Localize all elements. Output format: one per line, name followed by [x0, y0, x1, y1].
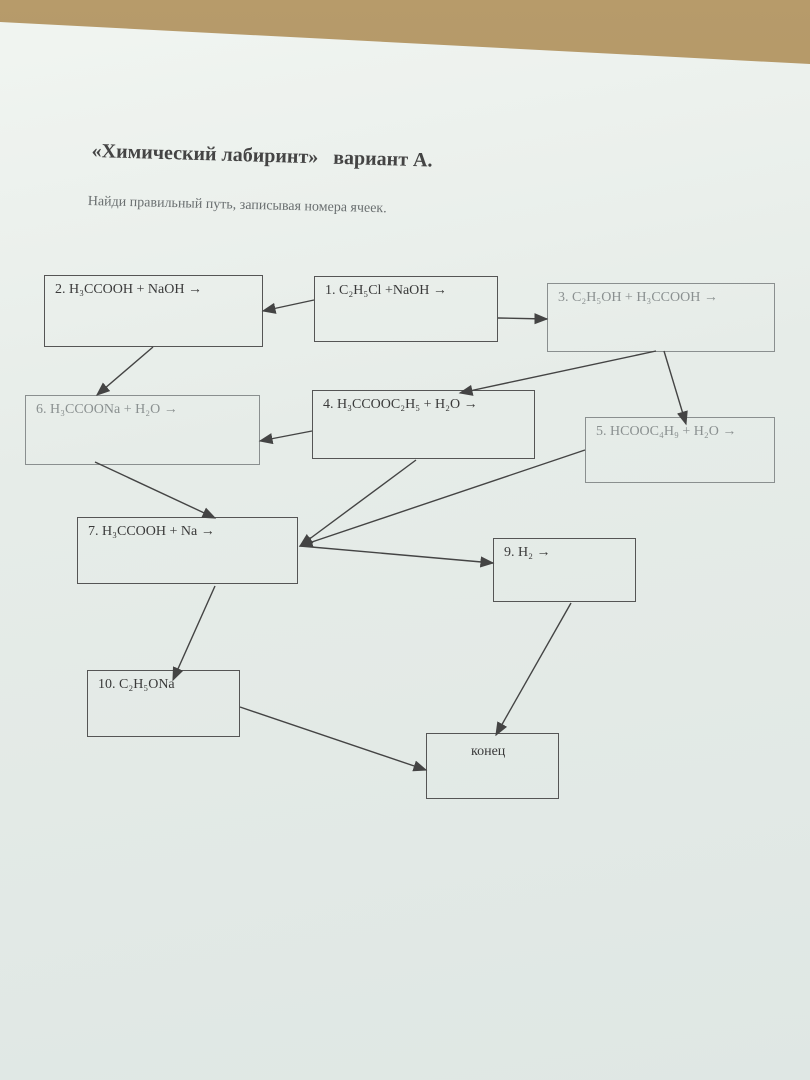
arrow-4-to-7 — [298, 459, 417, 547]
cell-7[interactable]: 7. H₃CCOOH + Na → — [77, 517, 298, 584]
arrow-6-to-7 — [94, 461, 217, 519]
arrow-7-to-10 — [172, 585, 216, 682]
arrow-1-to-2 — [261, 299, 315, 314]
arrow-4-to-6 — [258, 430, 313, 445]
cell-9[interactable]: 9. H₂ → — [493, 538, 636, 602]
cell-1[interactable]: 1. C₂H₅Cl +NaOH → — [314, 276, 498, 342]
cell-10[interactable]: 10. C₂H₅ONa — [87, 670, 240, 737]
arrow-3-to-4 — [458, 350, 657, 396]
cell-4[interactable]: 4. H₃CCOOC₂H₅ + H₂O → — [312, 390, 535, 459]
arrow-1-to-3 — [497, 313, 549, 325]
arrow-3-to-5 — [663, 350, 688, 426]
cell-6[interactable]: 6. H₃CCOONa + H₂O → — [25, 395, 260, 465]
arrow-10-to-end — [239, 706, 428, 772]
arrow-9-to-end — [495, 602, 572, 737]
arrow-7-to-9 — [299, 545, 495, 568]
arrow-2-to-6 — [95, 346, 154, 396]
arrow-5-to-7 — [298, 449, 586, 548]
